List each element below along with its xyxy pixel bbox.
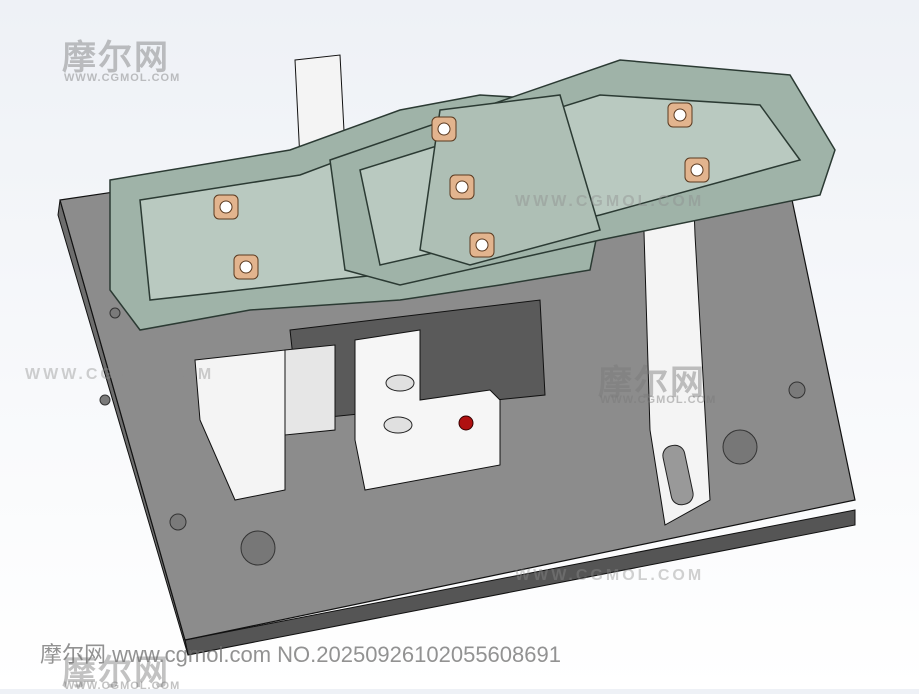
weld-nuts <box>213 102 710 280</box>
caption-serial: 摩尔网 www.cgmol.com NO.2025092610205560869… <box>40 642 561 667</box>
locating-pin <box>458 415 474 431</box>
